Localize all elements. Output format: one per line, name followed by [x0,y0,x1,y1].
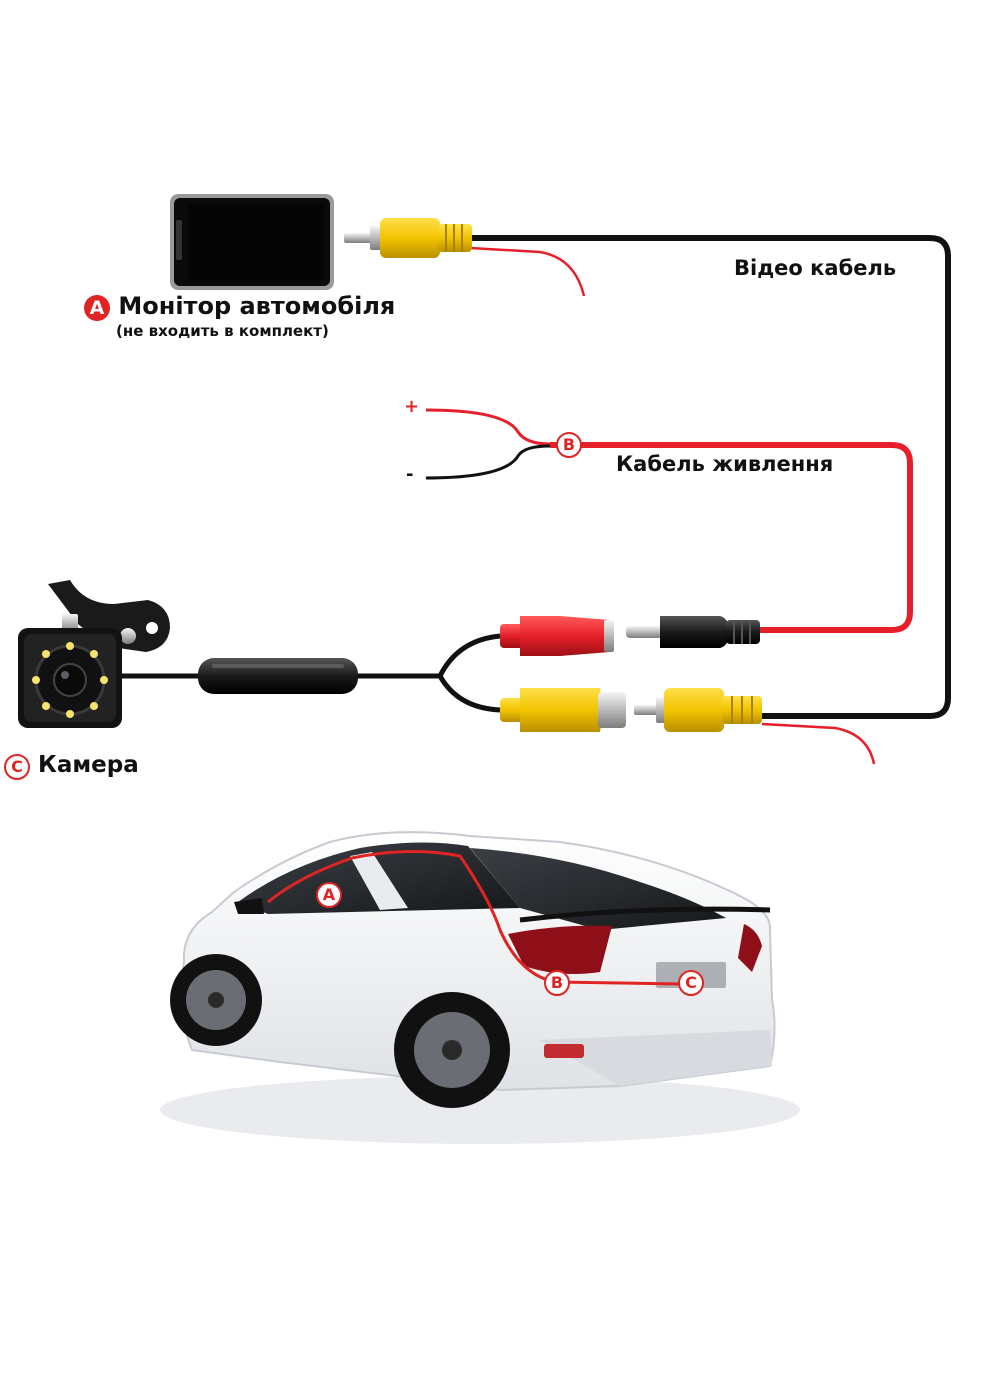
rca-plug-icon [634,688,762,732]
camera-split-yellow [437,674,501,713]
monitor-icon [170,194,334,290]
camera-title: Камера [38,752,139,778]
camera-badge: C [4,754,30,780]
power-cable [550,442,913,633]
rca-socket-icon [500,688,626,732]
power-badge: B [556,432,582,458]
video-cable [470,235,951,719]
monitor-badge: A [84,295,110,321]
power-cable-label: Кабель живлення [616,452,834,476]
camera-icon [18,580,170,728]
car-icon [160,831,800,1144]
video-cable-label: Відео кабель [734,256,897,280]
monitor-label: A Монітор автомобіля [84,292,395,321]
car-marker-a: A [316,882,342,908]
monitor-note: (не входить в комплект) [116,322,329,340]
power-plus-wire [425,408,551,446]
camera-split-red [437,633,501,678]
monitor-title: Монітор автомобіля [118,292,396,320]
power-minus-label: - [406,464,414,485]
car-marker-b: B [544,970,570,996]
camera-label: C Камера [4,752,139,780]
car-marker-c: C [678,970,704,996]
dc-plug-icon [626,616,760,648]
dc-socket-icon [500,616,614,656]
power-plus-label: + [404,396,420,417]
power-minus-wire [425,444,551,480]
camera-trigger-wire [761,722,876,765]
monitor-trigger-wire [469,246,586,297]
cable-filter-icon [198,658,358,694]
rca-plug-icon [344,218,472,258]
